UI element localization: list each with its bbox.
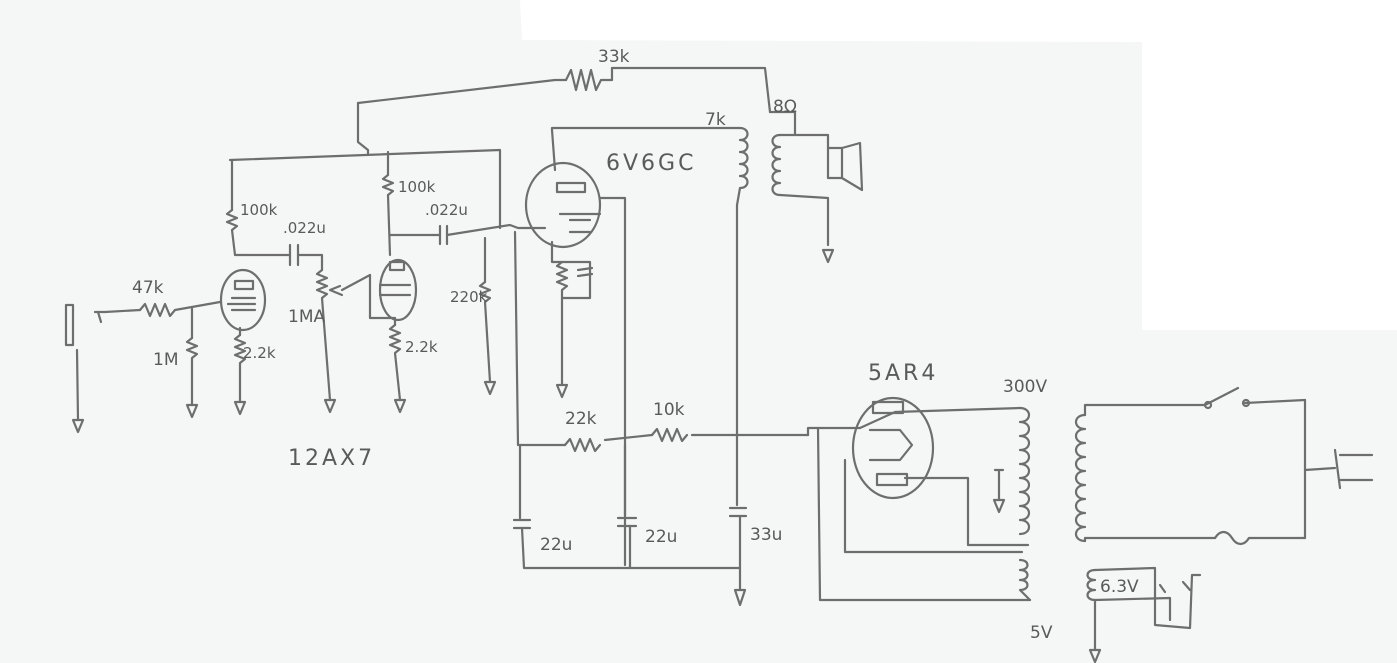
grid-leak-220k	[478, 280, 492, 384]
label-coupling-cap-2: .022u	[425, 201, 468, 219]
output-tube-6v6	[524, 128, 627, 567]
label-filter-resistor-2: 10k	[653, 400, 685, 420]
component-labels: 33k 7k 8Ω 6V6GC 100k 100k .022u .022u 47…	[132, 47, 1139, 643]
label-cathode-resistor-2: 2.2k	[405, 338, 438, 356]
power-plug-icon	[1303, 448, 1374, 490]
cathode-resistor-1	[233, 333, 247, 404]
plate-resistor-1	[225, 208, 247, 257]
preamp-stage-2	[368, 150, 528, 414]
label-hv-secondary: 300V	[1003, 377, 1047, 397]
cathode-resistor-6v6	[555, 260, 569, 387]
filter-cap-2	[616, 516, 638, 528]
filter-resistor-10k	[650, 427, 689, 443]
ground-symbol	[992, 498, 1006, 514]
label-grid-leak: 220k	[450, 288, 488, 306]
label-preamp-tube: 12AX7	[288, 446, 375, 471]
input-jack-icon	[64, 303, 103, 347]
ground-symbol	[483, 380, 497, 396]
secondary-winding	[771, 133, 782, 197]
cathode-resistor-2	[388, 323, 402, 402]
label-filter-resistor-1: 22k	[565, 409, 597, 429]
power-filter	[512, 230, 810, 607]
heater-winding	[1086, 568, 1097, 652]
filter-cap-3	[728, 506, 748, 518]
label-feedback-resistor: 33k	[598, 47, 630, 67]
label-plate-resistor-2: 100k	[398, 178, 436, 196]
label-output-load: 7k	[705, 110, 726, 130]
ground-symbol	[71, 418, 85, 434]
label-speaker-impedance: 8Ω	[773, 97, 797, 117]
ground-symbol	[733, 588, 747, 607]
ground-symbol	[821, 248, 835, 264]
feedback-network	[356, 66, 772, 157]
ground-symbol	[185, 403, 199, 419]
label-input-resistor: 47k	[132, 278, 164, 298]
ground-symbol	[555, 383, 569, 399]
ground-symbol	[323, 398, 337, 414]
label-plate-resistor-1: 100k	[240, 201, 278, 219]
label-heater-winding: 6.3V	[1100, 577, 1139, 597]
hv-secondary-winding	[1018, 406, 1031, 536]
label-cap-2: 22u	[645, 527, 677, 547]
plate-resistor-2	[381, 173, 395, 257]
primary-winding	[735, 126, 749, 437]
label-cathode-resistor-1: 2.2k	[243, 344, 276, 362]
volume-pot	[315, 268, 372, 414]
rectifier-tube-5ar4	[806, 396, 1032, 602]
label-volume-pot: 1MA	[288, 307, 325, 327]
label-rectifier-heater: 5V	[1030, 623, 1053, 643]
speaker-icon	[793, 133, 864, 192]
rectifier-heater-winding	[1018, 558, 1032, 602]
label-cap-3: 33u	[750, 525, 782, 545]
ground-symbol	[233, 400, 247, 416]
label-output-tube: 6V6GC	[606, 151, 696, 176]
filter-resistor-22k	[563, 437, 602, 453]
label-cap-1: 22u	[540, 535, 572, 555]
label-coupling-cap-1: .022u	[283, 219, 326, 237]
preamp-stage-1	[64, 148, 502, 434]
input-resistor-47k	[138, 300, 222, 318]
grid-resistor-1m	[185, 336, 199, 407]
label-rectifier-tube: 5AR4	[868, 361, 938, 386]
ground-symbol	[1088, 648, 1102, 663]
label-grid-resistor: 1M	[153, 350, 178, 370]
feedback-resistor-33k	[564, 68, 603, 92]
power-transformer	[992, 386, 1374, 663]
fuse-icon	[1213, 530, 1307, 546]
ground-symbol	[393, 398, 407, 414]
primary-winding	[1074, 413, 1087, 543]
cathode-bypass-cap	[576, 266, 594, 278]
